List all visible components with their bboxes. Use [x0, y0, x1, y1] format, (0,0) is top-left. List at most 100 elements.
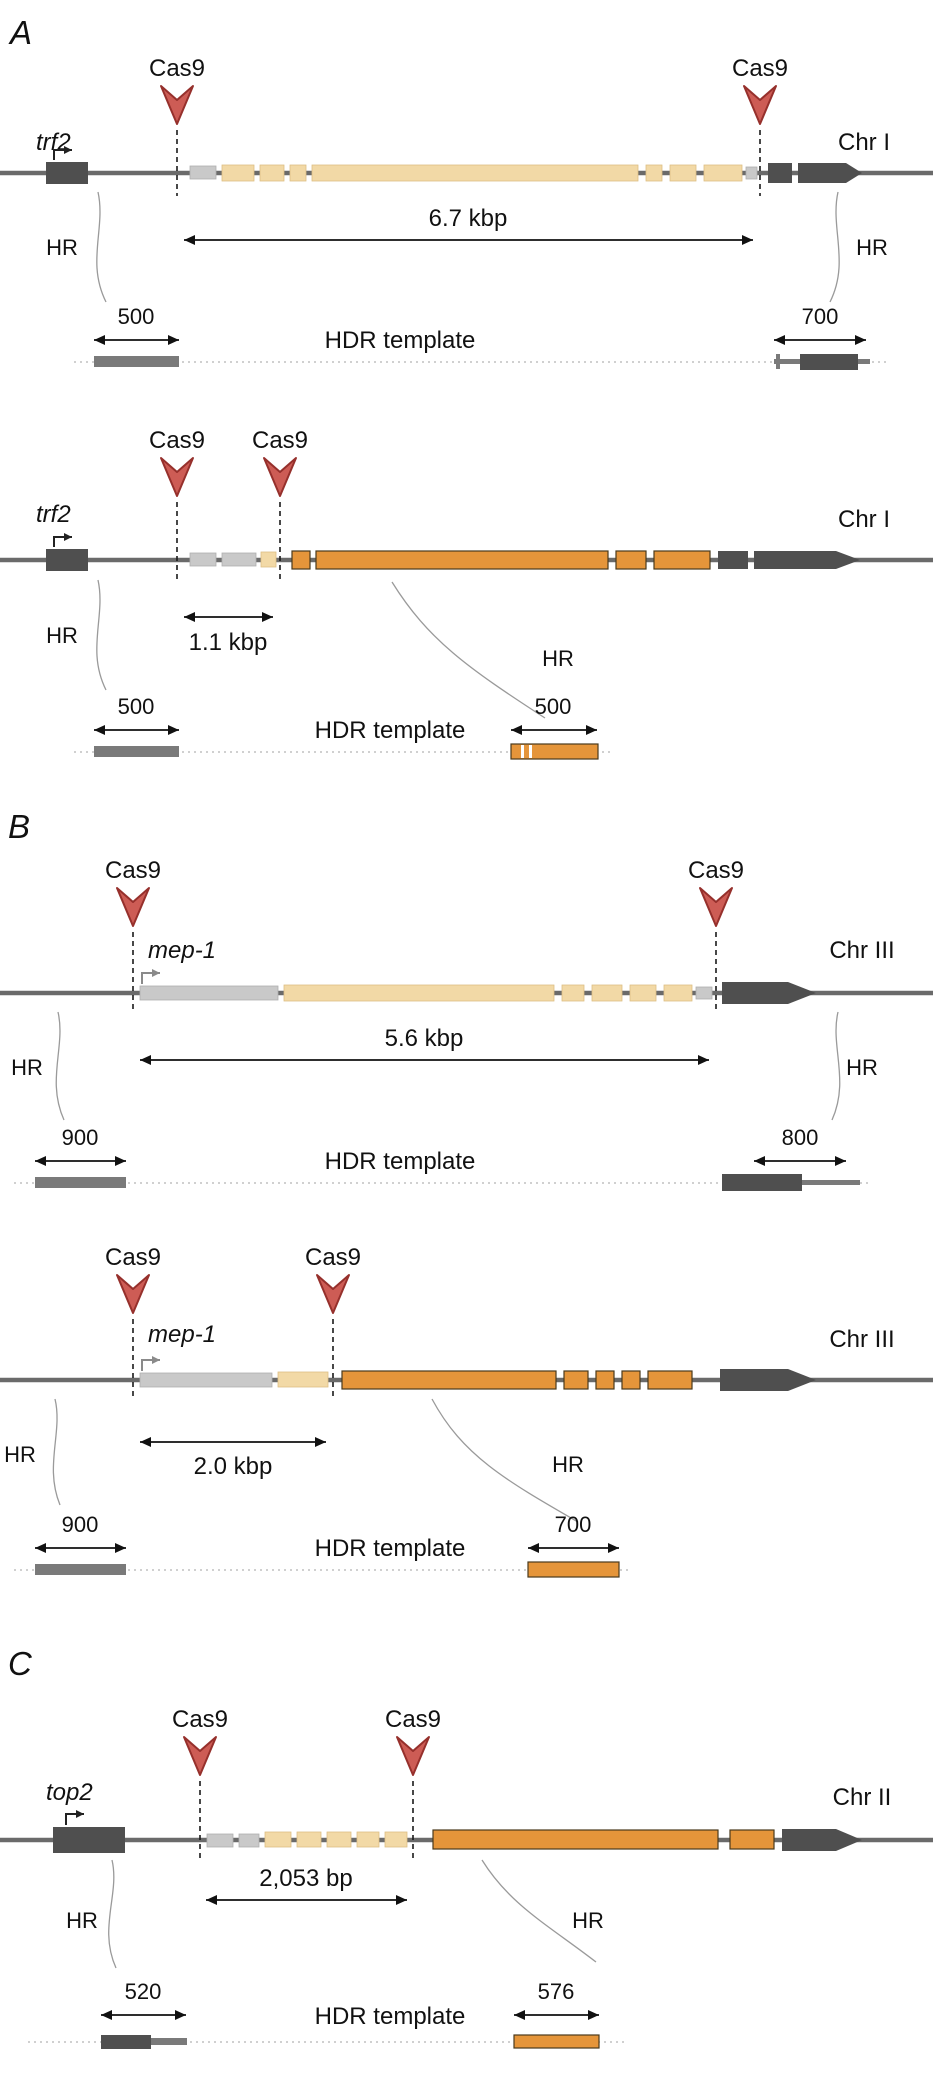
homology-size-label: 520 [125, 1979, 162, 2004]
homology-bar-left [94, 746, 179, 757]
insert-box-orange [563, 1370, 589, 1390]
exon-box-tan [629, 984, 657, 1002]
gene-name-label: mep-1 [148, 1321, 216, 1348]
homology-size-label: 500 [118, 694, 155, 719]
homology-bar-right [513, 2034, 600, 2049]
homology-bar-right [802, 1180, 860, 1185]
chromosome-name-label: Chr III [829, 937, 894, 964]
exon-box-light [189, 165, 217, 180]
diagram-b2: Cas9 Cas9 mep-1 Chr III 2.0 kbp HR HR 90… [0, 1244, 933, 1578]
gene-box [46, 549, 88, 571]
cas9-label: Cas9 [105, 1244, 161, 1271]
insert-box-orange [432, 1829, 719, 1850]
homology-bar-right [527, 1561, 620, 1578]
hr-label: HR [66, 1908, 98, 1933]
insert-box-orange [647, 1370, 693, 1390]
exon-box-tan [260, 551, 277, 568]
homology-size-label: 500 [535, 694, 572, 719]
panel-c-label: C [8, 1645, 33, 1682]
homology-bar-right [800, 354, 858, 370]
promoter-arrow-icon [141, 1356, 160, 1371]
cas9-label: Cas9 [149, 427, 205, 454]
hdr-template-label: HDR template [315, 1535, 466, 1562]
exon-box-light [221, 552, 257, 567]
cas9-label: Cas9 [172, 1706, 228, 1733]
hr-leader-line [108, 1859, 117, 1969]
cas9-label: Cas9 [385, 1706, 441, 1733]
span-size-label: 5.6 kbp [385, 1025, 464, 1052]
exon-box-tan [591, 984, 623, 1002]
insert-box-orange [729, 1829, 775, 1850]
promoter-arrow-icon [53, 533, 72, 547]
promoter-arrow-icon [65, 1810, 84, 1825]
hr-leader-line [431, 1398, 579, 1523]
hr-leader-line [831, 1011, 841, 1121]
panel-a-label: A [8, 14, 32, 51]
exon-box-tan [384, 1831, 408, 1848]
exon-box-light [206, 1833, 234, 1848]
diagram-a2: Cas9 Cas9 trf2 Chr I 1.1 kbp HR HR 500 H… [0, 427, 933, 760]
cas9-label: Cas9 [105, 857, 161, 884]
promoter-arrow-icon [141, 969, 160, 984]
homology-size-label: 500 [118, 304, 155, 329]
exon-box-tan [669, 164, 697, 182]
gene-arrow-box [754, 551, 860, 569]
homology-bar-left [101, 2035, 151, 2049]
homology-bar-left [35, 1177, 126, 1188]
exon-box-tan [311, 164, 639, 182]
exon-box-light [189, 552, 217, 567]
span-size-label: 1.1 kbp [189, 629, 268, 656]
exon-box-tan [221, 164, 255, 182]
cas9-label: Cas9 [688, 857, 744, 884]
cas9-label: Cas9 [252, 427, 308, 454]
panel-a: A Cas9 Cas9 trf2 Chr I 6.7 kbp [0, 14, 933, 760]
exon-box-tan [296, 1831, 322, 1848]
homology-bar-right [858, 359, 870, 364]
chromosome-name-label: Chr I [838, 129, 890, 156]
homology-bar-right [510, 743, 599, 760]
homology-size-label: 800 [782, 1125, 819, 1150]
homology-bar-notch [521, 745, 524, 758]
hr-label: HR [46, 623, 78, 648]
insert-box-orange [341, 1370, 557, 1390]
exon-box-light [238, 1833, 260, 1848]
cas9-arrowhead-icon [116, 1274, 150, 1314]
homology-size-label: 700 [555, 1512, 592, 1537]
hdr-template-label: HDR template [315, 2003, 466, 2030]
span-size-label: 2.0 kbp [194, 1453, 273, 1480]
gene-box [768, 163, 792, 183]
panel-b-label: B [8, 808, 30, 845]
hr-leader-line [391, 581, 546, 719]
hr-label: HR [856, 235, 888, 260]
cas9-arrowhead-icon [116, 887, 150, 927]
exon-box-tan [663, 984, 693, 1002]
cas9-arrowhead-icon [699, 887, 733, 927]
hr-leader-line [52, 1398, 61, 1506]
exon-box-light [139, 1372, 273, 1388]
chromosome-name-label: Chr II [833, 1784, 892, 1811]
gene-arrow-box [782, 1829, 862, 1851]
diagram-a1: Cas9 Cas9 trf2 Chr I 6.7 kbp HR HR 500 H… [0, 55, 933, 370]
exon-box-tan [277, 1371, 329, 1388]
cas9-arrowhead-icon [396, 1736, 430, 1776]
homology-size-label: 900 [62, 1125, 99, 1150]
cas9-arrowhead-icon [160, 85, 194, 125]
diagram-c1: Cas9 Cas9 top2 Chr II 2,053 bp HR HR 520… [0, 1706, 933, 2049]
insert-box-orange [621, 1370, 641, 1390]
span-size-label: 6.7 kbp [429, 205, 508, 232]
homology-bar-left [151, 2038, 187, 2045]
gene-arrow-box [722, 982, 816, 1004]
promoter-arrow-icon [53, 146, 72, 160]
homology-bar-left [94, 356, 179, 367]
cas9-label: Cas9 [149, 55, 205, 82]
hr-label: HR [846, 1055, 878, 1080]
gene-box [718, 551, 748, 569]
cas9-arrowhead-icon [183, 1736, 217, 1776]
homology-bar-right [776, 354, 780, 369]
exon-box-tan [356, 1831, 380, 1848]
hr-label: HR [4, 1442, 36, 1467]
cas9-arrowhead-icon [160, 457, 194, 497]
homology-bar-notch [529, 745, 532, 758]
